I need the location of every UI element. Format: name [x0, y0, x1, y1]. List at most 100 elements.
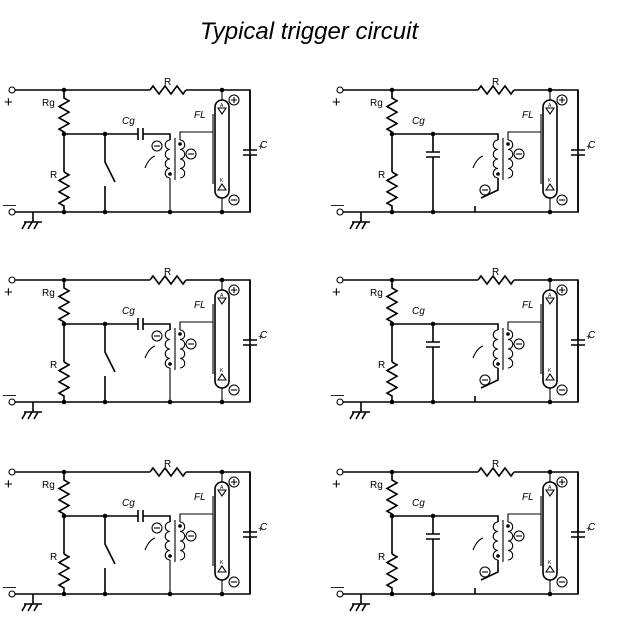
circuit-wire — [507, 321, 541, 330]
lamp-cathode — [216, 565, 228, 573]
pulse-arrow — [144, 345, 156, 359]
circuit-wire — [61, 209, 67, 215]
series-resistor — [149, 466, 187, 478]
circuit-wire — [547, 469, 553, 475]
label-c-plus: + — [258, 524, 263, 534]
circuit-wire — [185, 530, 197, 542]
circuit-wire — [559, 479, 565, 485]
circuit-wire — [556, 94, 568, 106]
circuit-wire — [231, 97, 237, 103]
bias-resistor — [385, 361, 399, 402]
lamp-anode — [544, 107, 556, 115]
grid-resistor — [57, 90, 71, 134]
circuit-wire — [151, 522, 163, 534]
label-anode: A — [548, 103, 552, 109]
circuit-wire — [513, 530, 525, 542]
positive-terminal — [8, 468, 16, 476]
circuit-wire — [15, 471, 251, 595]
circuit-wire — [513, 148, 525, 160]
label-cg: Cg — [412, 498, 425, 509]
circuit-wire — [506, 524, 510, 528]
trigger-switch — [474, 368, 499, 402]
circuit-wire — [389, 209, 395, 215]
circuit-wire — [61, 399, 67, 405]
circuit-wire — [178, 524, 182, 528]
label-cg: Cg — [412, 116, 425, 127]
label-c: C — [260, 140, 268, 151]
circuit-wire — [185, 148, 197, 160]
transformer-secondary — [179, 139, 186, 179]
trigger-switch — [104, 324, 116, 402]
label-plus: + — [4, 476, 13, 493]
series-resistor — [477, 84, 515, 96]
series-resistor — [477, 274, 515, 286]
circuit-wire — [167, 209, 173, 215]
label-fl: FL — [194, 492, 206, 503]
circuit-wire — [496, 172, 500, 176]
label-c-plus: + — [586, 142, 591, 152]
bias-resistor — [57, 361, 71, 402]
circuit-wire — [556, 384, 568, 396]
trigger-switch — [104, 134, 116, 212]
bias-resistor — [57, 171, 71, 212]
positive-terminal — [336, 276, 344, 284]
ground-symbol — [349, 594, 370, 612]
label-fl: FL — [522, 110, 534, 121]
circuit-wire — [507, 131, 541, 140]
series-resistor — [149, 84, 187, 96]
circuit-wire — [15, 89, 251, 213]
circuit-wire — [168, 362, 172, 366]
circuit-wire — [479, 566, 491, 578]
transformer-secondary — [507, 521, 514, 561]
label-minus: — — [3, 197, 16, 212]
circuit-wire — [179, 131, 213, 140]
circuit-wire — [102, 209, 108, 215]
circuit-wire — [392, 133, 499, 140]
lamp-cathode — [544, 373, 556, 381]
circuit-wire — [219, 399, 225, 405]
label-r-bias: R — [50, 170, 57, 181]
pulse-arrow — [472, 537, 484, 551]
label-plus: + — [332, 476, 341, 493]
circuit-wire — [179, 513, 213, 522]
label-r-bias: R — [50, 552, 57, 563]
label-fl: FL — [522, 492, 534, 503]
ground-symbol — [21, 594, 42, 612]
ground-symbol — [21, 212, 42, 230]
circuit-wire — [547, 209, 553, 215]
transformer-secondary — [179, 521, 186, 561]
label-r-bias: R — [378, 360, 385, 371]
circuit-wire — [219, 469, 225, 475]
circuit-wire — [513, 338, 525, 350]
circuit-wire — [389, 399, 395, 405]
label-plus: + — [332, 284, 341, 301]
circuit-wire — [343, 279, 579, 403]
lamp-anode — [544, 297, 556, 305]
circuit-wire — [143, 133, 171, 140]
label-c-plus: + — [258, 332, 263, 342]
label-c-plus: + — [258, 142, 263, 152]
ground-symbol — [349, 212, 370, 230]
circuit-wire — [228, 284, 240, 296]
label-rg: Rg — [42, 288, 55, 299]
circuit-wire — [430, 399, 436, 405]
trigger-capacitor — [426, 324, 440, 402]
circuit-wire — [507, 513, 541, 522]
bias-resistor — [385, 171, 399, 212]
label-fl: FL — [194, 300, 206, 311]
label-cathode: K — [548, 178, 552, 184]
transformer-primary — [164, 329, 171, 369]
circuit-wire — [392, 515, 499, 522]
label-minus: — — [3, 579, 16, 594]
label-anode: A — [220, 485, 224, 491]
circuit-wire — [231, 479, 237, 485]
lamp-anode — [216, 489, 228, 497]
label-cathode: K — [548, 560, 552, 566]
circuit-wire — [496, 362, 500, 366]
circuit-wire — [479, 374, 491, 386]
lamp-anode — [216, 297, 228, 305]
